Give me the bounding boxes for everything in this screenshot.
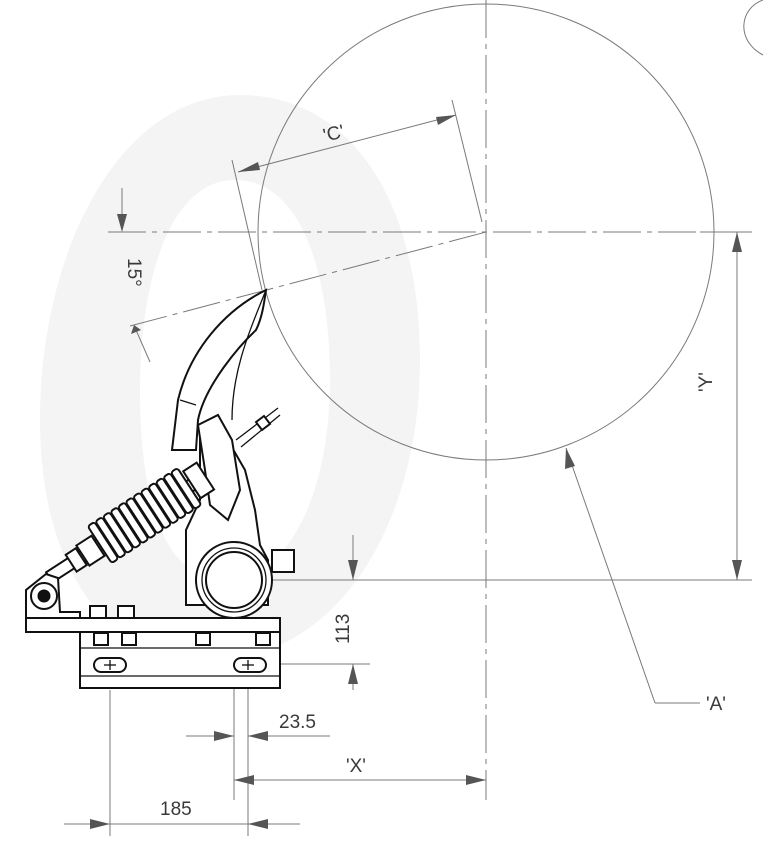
base-bolt-4 xyxy=(121,632,137,646)
d185-arrow-right xyxy=(248,819,268,829)
y-arrow-bottom xyxy=(732,560,742,580)
a-leader-arrow xyxy=(565,448,575,469)
angle-reference-line xyxy=(129,231,487,327)
x-arrow-right xyxy=(466,775,486,785)
spring-end-cap xyxy=(181,461,216,500)
spring-group xyxy=(44,461,216,584)
spring-nut-left xyxy=(74,534,106,568)
d113-label: 113 xyxy=(333,614,354,644)
d23-label: 23.5 xyxy=(279,712,316,733)
d113-arrow-bottom xyxy=(348,664,358,684)
angle-dimension-label: 15° xyxy=(123,258,144,287)
angle-arrow-bottom-line xyxy=(135,329,151,363)
c-extension-line-left xyxy=(231,159,263,291)
c-arrow-left xyxy=(238,162,260,172)
c-extension-line-right xyxy=(451,99,483,223)
c-dimension-label: 'C' xyxy=(321,121,346,146)
base-bolt-5 xyxy=(195,632,211,646)
axle-hub-ring xyxy=(201,547,267,613)
corner-circle-arc xyxy=(743,0,763,56)
x-dimension-label: 'X' xyxy=(346,756,366,777)
y-arrow-top xyxy=(732,232,742,252)
y-dimension-label: 'Y' xyxy=(696,372,717,392)
a-label: 'A' xyxy=(706,694,726,715)
hub-side-bolt xyxy=(271,549,295,573)
d23-arrow-left xyxy=(214,731,234,741)
base-bolt-3 xyxy=(93,632,109,646)
scraper-assembly xyxy=(25,288,295,689)
d185-arrow-left xyxy=(90,819,110,829)
spring-nut-left2 xyxy=(64,546,89,573)
c-arrow-right xyxy=(436,115,456,125)
base-bolt-2 xyxy=(117,605,135,619)
angle-arrow-top-head xyxy=(117,214,127,232)
c-dimension-line xyxy=(237,114,457,173)
spring-coils xyxy=(87,468,202,563)
adjust-rod-nut xyxy=(254,414,272,432)
d23-arrow-right xyxy=(248,731,268,741)
scraper-blade xyxy=(170,288,268,451)
a-leader-line xyxy=(565,447,656,704)
d185-label: 185 xyxy=(160,799,192,820)
base-plate-top xyxy=(25,617,281,633)
x-arrow-left xyxy=(234,775,254,785)
angle-arrow-bottom-head xyxy=(131,325,141,334)
clevis-pin-inner xyxy=(37,589,51,603)
adjust-rod-b xyxy=(240,414,281,448)
base-bolt-1 xyxy=(89,605,107,619)
scraper-blade-inner xyxy=(231,289,267,421)
axle-hub-inner xyxy=(205,551,263,609)
scraper-blade-hatch xyxy=(179,399,197,406)
d113-arrow-top xyxy=(348,560,358,580)
base-bolt-6 xyxy=(255,632,271,646)
